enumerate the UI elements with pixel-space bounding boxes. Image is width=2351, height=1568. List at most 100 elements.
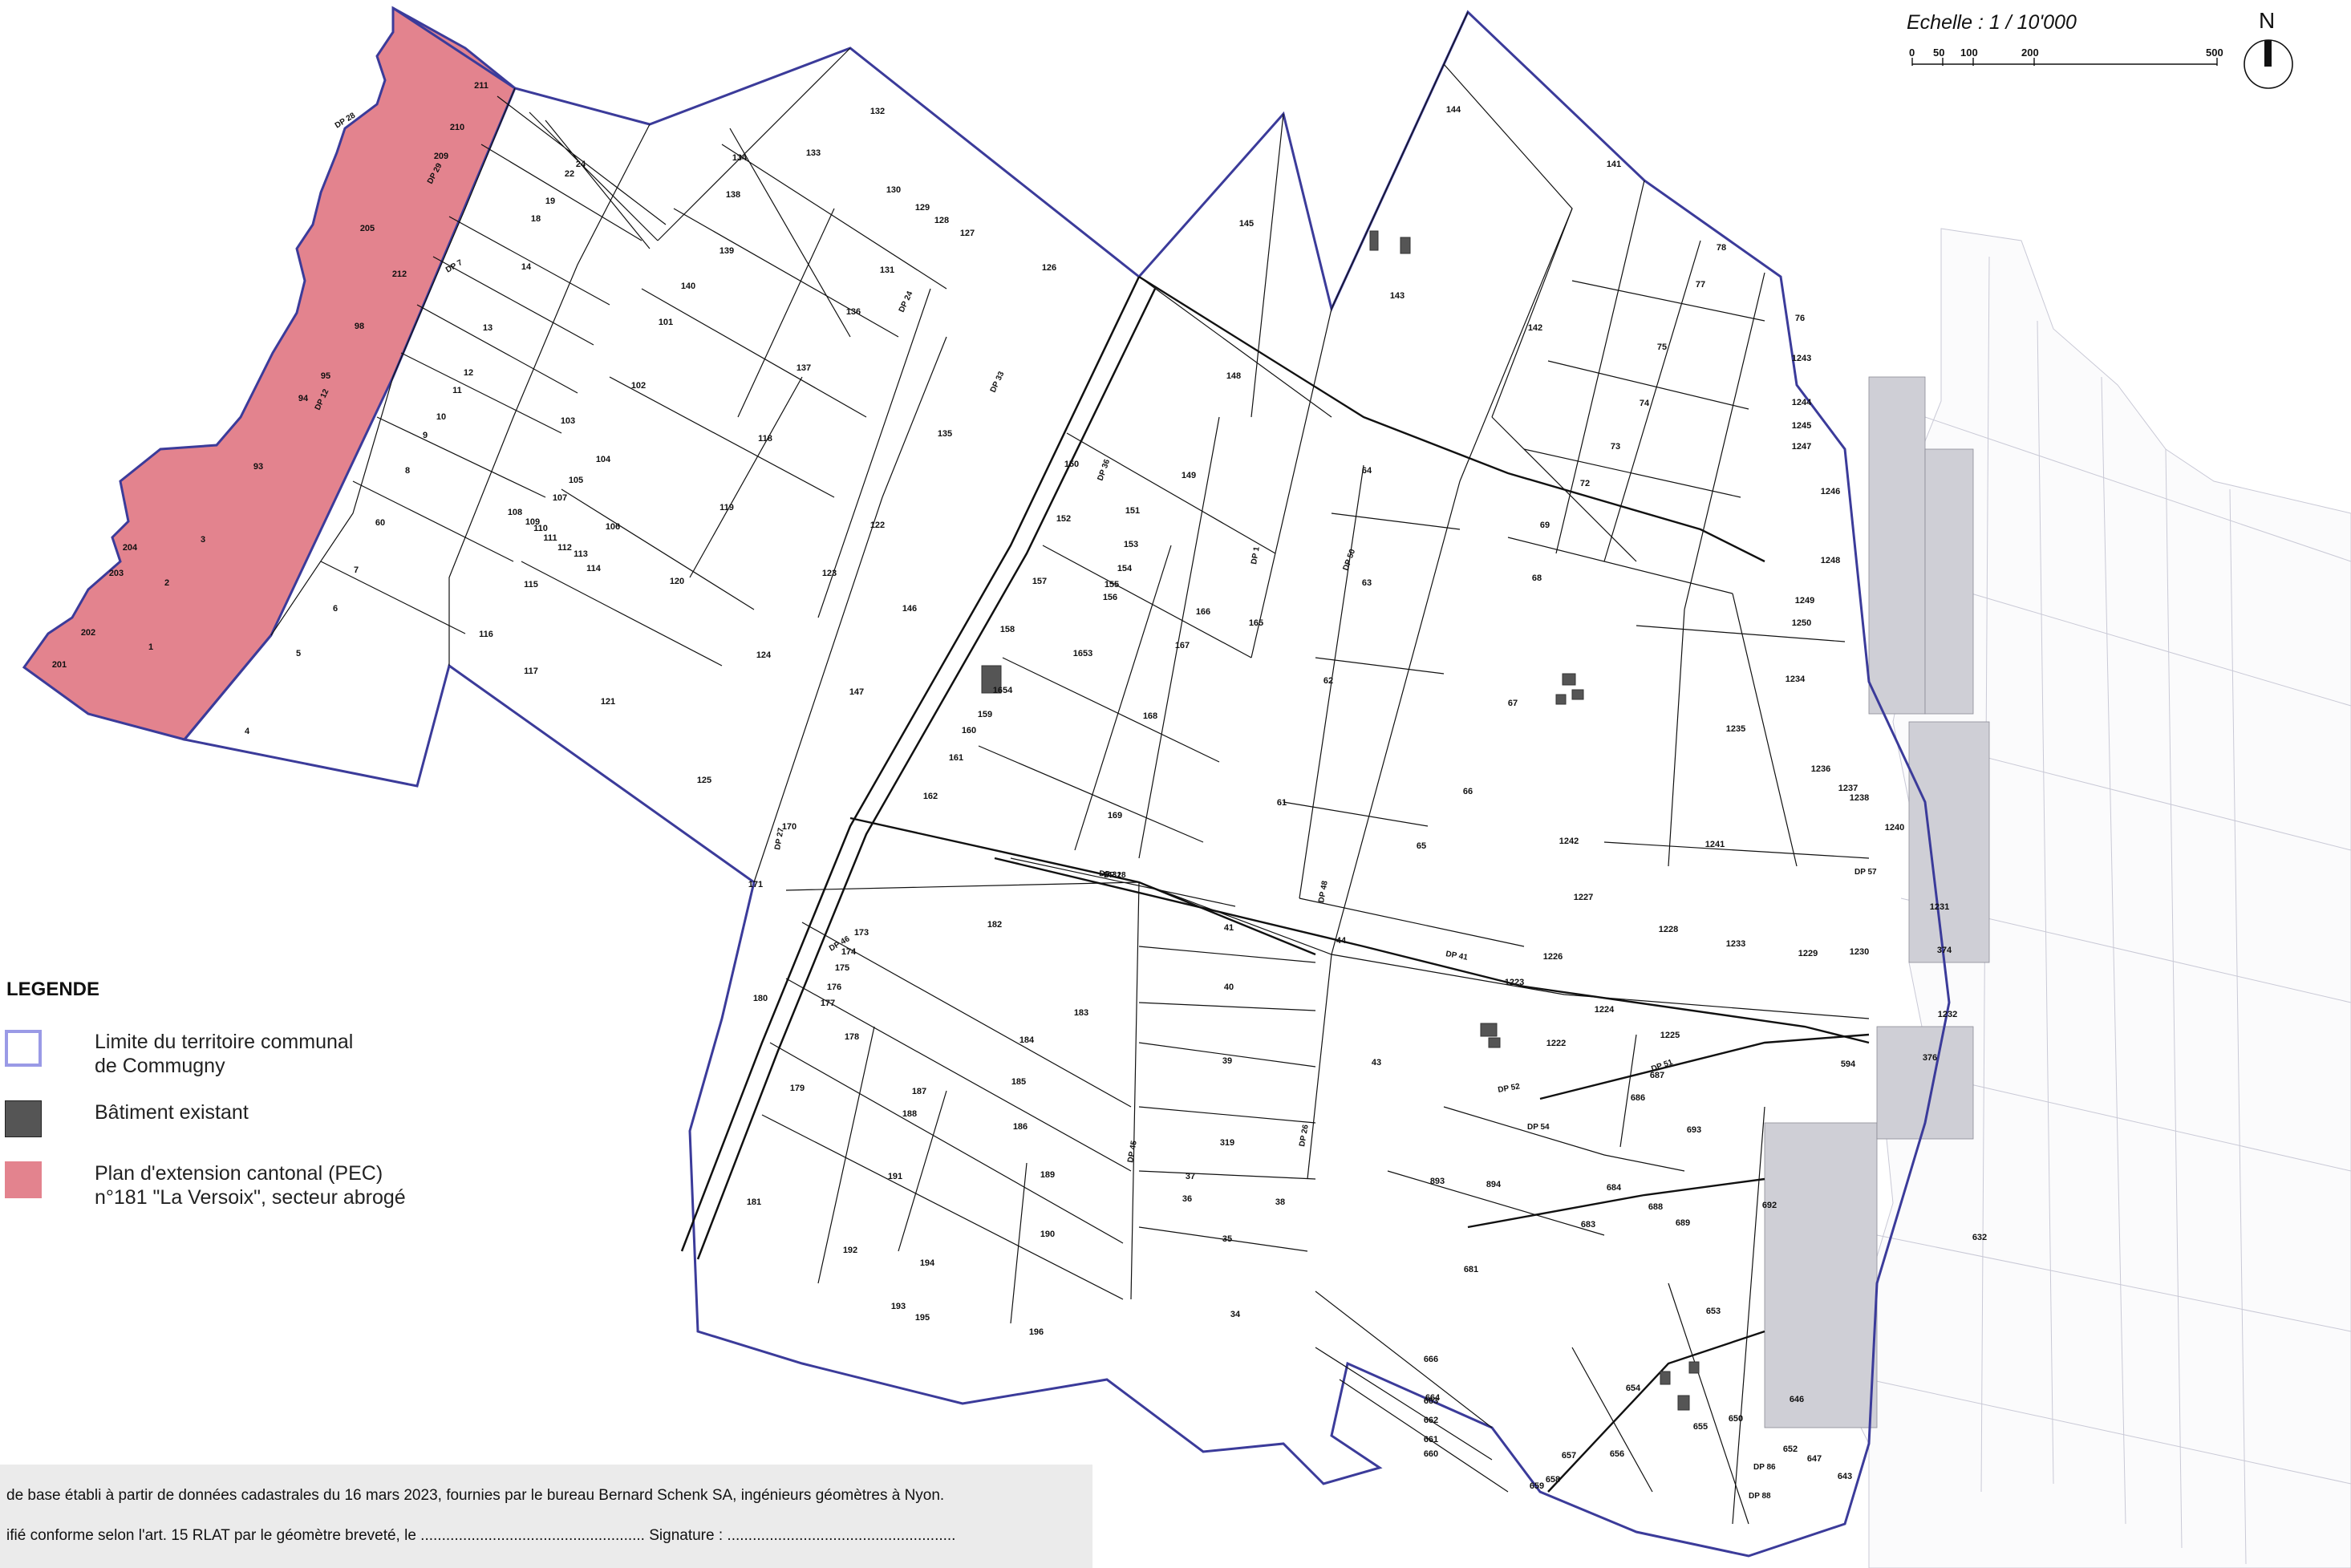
parcel-number: 662 — [1424, 1416, 1438, 1425]
road-label: DP 24 — [898, 290, 915, 314]
parcel-number: 121 — [601, 697, 615, 707]
parcel-number: 171 — [748, 880, 763, 889]
parcel-number: 663 — [1424, 1396, 1438, 1406]
parcel-number: 140 — [681, 282, 695, 291]
parcel-number: 76 — [1795, 314, 1805, 323]
parcel-number: 129 — [915, 203, 930, 213]
parcel-number: 1238 — [1850, 793, 1869, 803]
parcel-number: 143 — [1390, 291, 1405, 301]
parcel-number: 1234 — [1786, 675, 1806, 684]
parcel-number: 131 — [880, 265, 894, 275]
parcel-number: 661 — [1424, 1435, 1438, 1444]
parcel-number: 107 — [553, 493, 567, 503]
parcel-number: 1242 — [1559, 837, 1579, 846]
parcel-number: 154 — [1117, 564, 1133, 573]
parcel-number: 110 — [533, 524, 548, 533]
parcel-number: 654 — [1626, 1384, 1641, 1393]
parcel-number: 657 — [1562, 1451, 1576, 1461]
parcel-number: 37 — [1186, 1172, 1195, 1181]
parcel-number: 205 — [360, 224, 375, 233]
road-label: DP 57 — [1854, 868, 1877, 877]
parcel-number: 137 — [797, 363, 811, 373]
parcel-number: 1229 — [1798, 949, 1818, 958]
parcel-number: 1232 — [1938, 1010, 1957, 1019]
parcel-number: 655 — [1693, 1422, 1708, 1432]
parcel-number: 1236 — [1811, 764, 1830, 774]
north-label: N — [2259, 8, 2276, 33]
parcel-number: 113 — [574, 549, 588, 559]
parcel-number: 687 — [1650, 1071, 1664, 1080]
parcel-number: 1 — [148, 642, 153, 652]
parcel-number: 122 — [870, 521, 885, 530]
legend-item-boundary: Limite du territoire communal de Commugn… — [5, 1030, 353, 1078]
parcel-number: 178 — [845, 1032, 859, 1042]
parcel-number: 202 — [81, 628, 95, 638]
parcel-number: 155 — [1105, 580, 1119, 590]
parcel-number: 106 — [606, 522, 620, 532]
parcel-number: 116 — [479, 630, 493, 639]
parcel-number: 201 — [52, 660, 67, 670]
parcel-number: 210 — [450, 123, 464, 132]
parcel-number: 101 — [659, 318, 673, 327]
legend-item-pec: Plan d'extension cantonal (PEC) n°181 "L… — [5, 1161, 406, 1209]
parcel-number: 659 — [1530, 1481, 1544, 1491]
parcel-number: 1249 — [1795, 596, 1814, 606]
parcel-number: 169 — [1108, 811, 1122, 820]
parcel-number: 183 — [1074, 1008, 1088, 1018]
parcel-number: 160 — [962, 726, 976, 735]
road-label: DP 52 — [1498, 1082, 1522, 1095]
parcel-number: 74 — [1640, 399, 1650, 408]
parcel-number: 5 — [296, 649, 301, 658]
parcel-number: 78 — [1717, 243, 1726, 253]
parcel-number: 120 — [670, 577, 684, 586]
parcel-number: 69 — [1540, 521, 1550, 530]
parcel-number: 152 — [1056, 514, 1071, 524]
parcel-number: 68 — [1532, 573, 1542, 583]
parcel-number: 109 — [525, 517, 540, 527]
legend-label: Limite du territoire communal de Commugn… — [95, 1031, 354, 1077]
parcel-number: 66 — [1463, 787, 1473, 796]
parcel-number: 1248 — [1821, 556, 1840, 565]
parcel-number: 40 — [1224, 983, 1234, 992]
parcel-number: 319 — [1220, 1138, 1234, 1148]
road-label: DP 27 — [773, 827, 786, 851]
road-label: DP 1 — [1250, 545, 1262, 565]
parcel-number: 72 — [1580, 479, 1590, 488]
parcel-number: 1654 — [993, 686, 1013, 695]
parcel-number: 658 — [1546, 1475, 1560, 1485]
parcel-number: 60 — [375, 518, 385, 528]
parcel-number: 1231 — [1930, 902, 1949, 912]
parcel-number: 145 — [1239, 219, 1254, 229]
parcel-number: 64 — [1362, 466, 1372, 476]
parcel-number: 156 — [1103, 593, 1117, 602]
parcel-number: 117 — [524, 667, 538, 676]
parcel-number: 647 — [1807, 1454, 1822, 1464]
parcel-number: 94 — [298, 394, 309, 403]
village-cluster — [1764, 376, 1990, 1428]
road-label: DP 33 — [989, 370, 1007, 394]
road-label: DP 36 — [1096, 458, 1112, 482]
parcel-number: 159 — [978, 710, 992, 719]
parcel-number: 203 — [109, 569, 124, 578]
parcel-number: 650 — [1729, 1414, 1743, 1424]
parcel-number: 39 — [1222, 1056, 1232, 1066]
parcel-number: 95 — [321, 371, 330, 381]
parcel-number: 376 — [1923, 1053, 1937, 1063]
parcel-number: 149 — [1182, 471, 1196, 480]
parcel-number: 1653 — [1073, 649, 1092, 658]
parcel-number: 139 — [719, 246, 734, 256]
parcel-number: 656 — [1610, 1449, 1624, 1459]
parcel-number: 693 — [1687, 1125, 1701, 1135]
parcel-number: 193 — [891, 1302, 906, 1311]
parcel-number: 44 — [1336, 936, 1347, 946]
parcel-number: 1246 — [1821, 487, 1840, 496]
legend-label: Plan d'extension cantonal (PEC) n°181 "L… — [95, 1162, 406, 1209]
road-label: DP 86 — [1753, 1463, 1776, 1472]
parcel-number: 209 — [434, 152, 448, 161]
parcel-number: 893 — [1430, 1177, 1445, 1186]
parcel-number: 104 — [596, 455, 611, 464]
parcel-number: 157 — [1032, 577, 1047, 586]
parcel-number: 144 — [1446, 105, 1461, 115]
parcel-number: 4 — [245, 727, 250, 736]
parcel-number: 689 — [1676, 1218, 1690, 1228]
